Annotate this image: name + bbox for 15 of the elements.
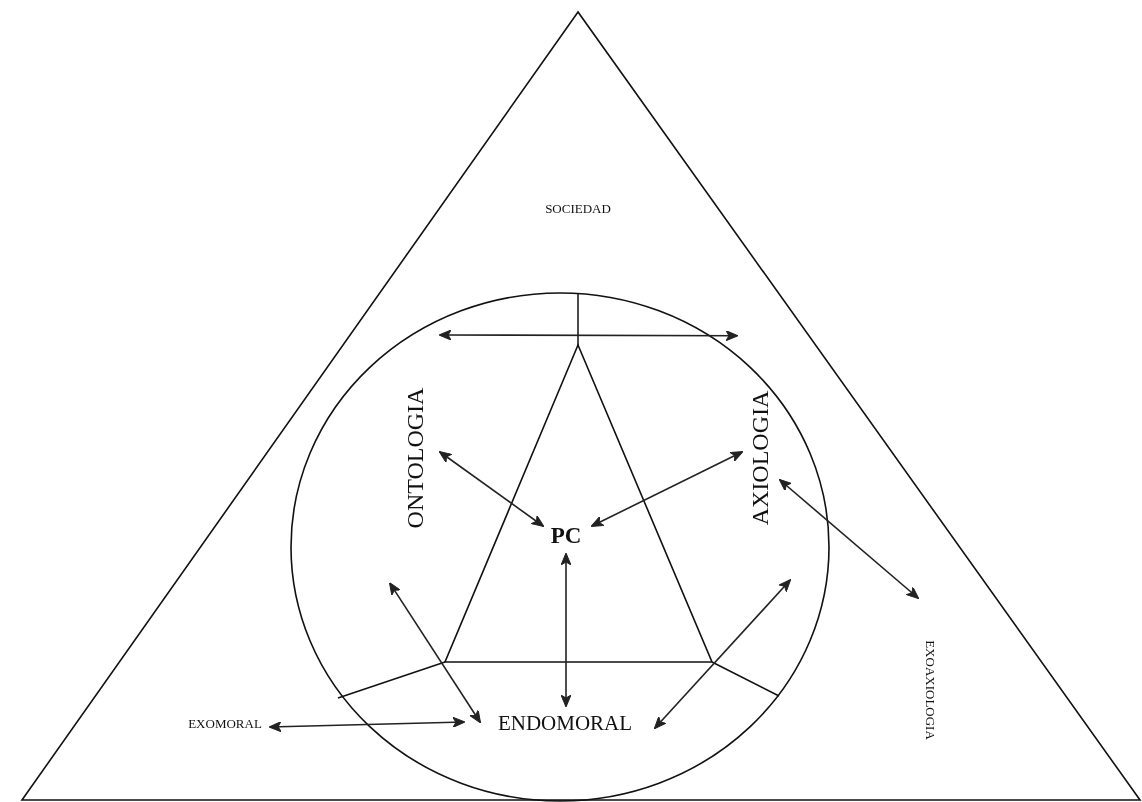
double-arrow bbox=[653, 579, 792, 730]
region-label: SOCIEDAD bbox=[545, 201, 611, 215]
double-arrow bbox=[560, 552, 572, 708]
double-arrow bbox=[438, 329, 739, 342]
center-label: PC bbox=[550, 523, 582, 547]
double-arrow bbox=[590, 451, 744, 527]
double-arrow bbox=[778, 478, 920, 600]
region-label: ENDOMORAL bbox=[497, 712, 633, 734]
double-arrow bbox=[438, 450, 545, 528]
region-label: ONTOLOGIA bbox=[403, 387, 427, 529]
double-arrow bbox=[268, 716, 466, 733]
region-label: AXIOLOGIA bbox=[748, 390, 772, 526]
double-arrow bbox=[388, 582, 482, 724]
region-label: EXOAXIOLOGIA bbox=[923, 640, 937, 740]
region-label: EXOMORAL bbox=[188, 716, 262, 730]
